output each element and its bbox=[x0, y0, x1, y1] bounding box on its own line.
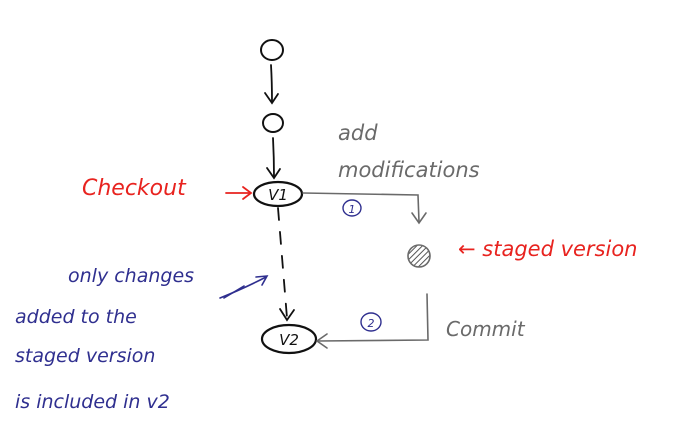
v2-label: V2 bbox=[279, 331, 299, 349]
arrow-commit-1-to-2 bbox=[264, 64, 279, 105]
commit-arrow bbox=[315, 293, 429, 349]
add-modifications-arrow bbox=[302, 192, 427, 225]
checkout-arrow bbox=[225, 186, 253, 200]
note-line-1: only changes bbox=[68, 265, 194, 287]
v1-to-v2-dashed-arrow bbox=[277, 207, 295, 322]
add-label: add bbox=[338, 121, 378, 145]
staged-version-label: ← staged version bbox=[458, 237, 637, 261]
v2-node bbox=[260, 323, 318, 355]
staged-version-node bbox=[407, 244, 431, 268]
v1-node bbox=[252, 180, 304, 208]
step-2-label: 2 bbox=[368, 317, 375, 330]
commit-node-1 bbox=[260, 39, 284, 61]
modifications-label: modifications bbox=[338, 158, 480, 182]
step-1-label: 1 bbox=[349, 203, 356, 216]
commit-label: Commit bbox=[446, 317, 526, 341]
checkout-label: Checkout bbox=[82, 176, 187, 201]
note-line-2: added to the bbox=[15, 306, 137, 328]
step-2-badge bbox=[360, 312, 382, 332]
step-1-badge bbox=[342, 199, 362, 217]
commit-node-2 bbox=[262, 113, 284, 133]
arrow-commit-2-to-v1 bbox=[266, 137, 281, 180]
note-arrow bbox=[219, 275, 269, 299]
note-line-3: staged version bbox=[15, 345, 155, 367]
note-line-4: is included in v2 bbox=[15, 391, 170, 413]
v1-label: V1 bbox=[268, 186, 288, 204]
